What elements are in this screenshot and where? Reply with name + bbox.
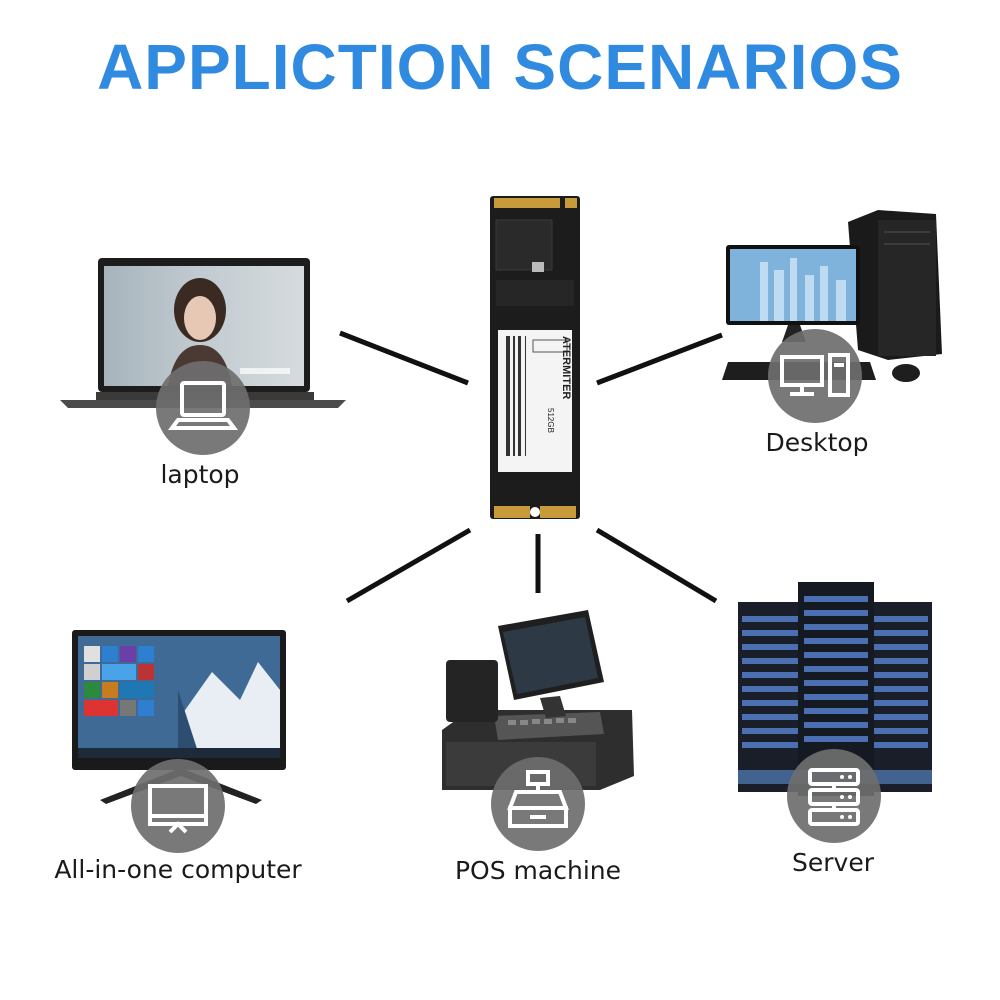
label-desktop: Desktop bbox=[765, 428, 869, 457]
page-title: APPLICTION SCENARIOS bbox=[97, 31, 903, 103]
label-pos: POS machine bbox=[454, 856, 621, 885]
ssd-brand: ATERMITER bbox=[560, 336, 572, 399]
connector-all-in-one bbox=[345, 527, 472, 604]
ssd-capacity: 512GB bbox=[546, 408, 555, 433]
connector-laptop bbox=[339, 330, 469, 386]
all-in-one-photo bbox=[72, 630, 286, 804]
server-badge bbox=[787, 749, 881, 843]
connector-lines bbox=[339, 330, 723, 604]
desktop-badge bbox=[768, 329, 862, 423]
laptop-photo bbox=[60, 258, 346, 408]
connector-desktop bbox=[596, 332, 723, 386]
server-photo bbox=[738, 582, 932, 796]
desktop-icon bbox=[780, 353, 850, 397]
label-all-in-one: All-in-one computer bbox=[54, 855, 302, 884]
laptop-badge bbox=[156, 361, 250, 455]
all-in-one-badge bbox=[131, 759, 225, 853]
desktop-photo bbox=[722, 210, 942, 382]
ssd-m2-icon: ATERMITER 512GB bbox=[490, 196, 580, 519]
laptop-icon bbox=[168, 381, 238, 430]
cash-register-icon bbox=[507, 770, 569, 828]
server-icon bbox=[808, 768, 860, 826]
connector-server bbox=[595, 527, 718, 604]
label-laptop: laptop bbox=[160, 460, 240, 489]
all-in-one-icon bbox=[148, 784, 208, 834]
label-server: Server bbox=[792, 848, 874, 877]
pos-photo bbox=[442, 610, 634, 790]
pos-badge bbox=[491, 757, 585, 851]
